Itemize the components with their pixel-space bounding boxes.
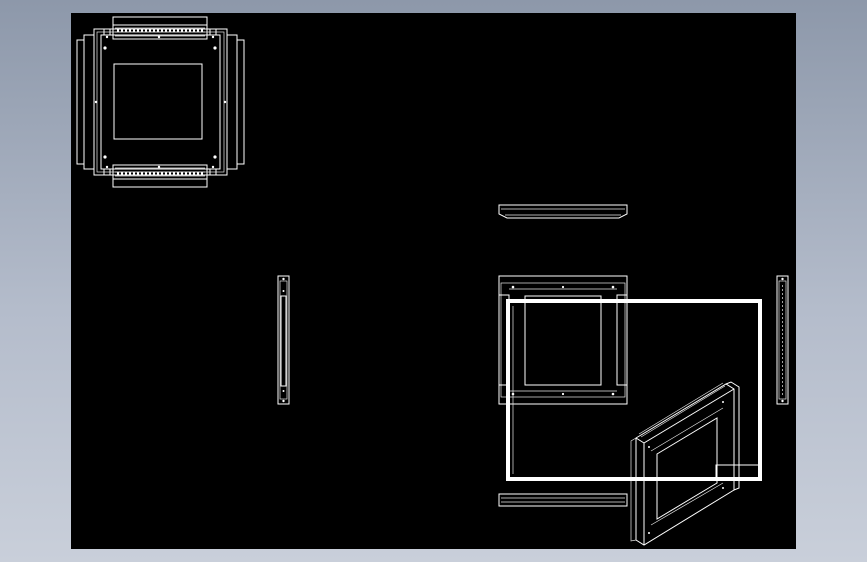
strip-tooth <box>137 29 139 32</box>
strip-tooth <box>157 172 159 175</box>
strip-tooth <box>201 29 203 32</box>
strip-tooth <box>153 172 155 175</box>
strip-tooth <box>181 29 183 32</box>
strip-tooth <box>193 172 195 175</box>
strip-tooth <box>129 29 131 32</box>
strip-tooth <box>141 172 143 175</box>
strip-tooth <box>121 172 123 175</box>
selection-highlight-box[interactable] <box>506 299 762 481</box>
top-edge-view[interactable] <box>498 204 628 219</box>
front-elevation-view[interactable] <box>498 275 628 405</box>
cad-drawing-svg[interactable] <box>71 13 796 549</box>
strip-tooth <box>177 172 179 175</box>
strip-tooth <box>133 172 135 175</box>
strip-tooth <box>125 29 127 32</box>
top-left-plan-view[interactable] <box>76 16 245 188</box>
strip-tooth <box>149 172 151 175</box>
strip-tooth <box>177 29 179 32</box>
strip-tooth <box>125 172 127 175</box>
strip-tooth <box>145 172 147 175</box>
strip-tooth <box>173 172 175 175</box>
strip-tooth <box>121 29 123 32</box>
strip-tooth <box>141 29 143 32</box>
strip-tooth <box>145 29 147 32</box>
strip-tooth <box>173 29 175 32</box>
strip-tooth <box>149 29 151 32</box>
strip-tooth <box>157 29 159 32</box>
strip-tooth <box>193 29 195 32</box>
strip-tooth <box>185 172 187 175</box>
strip-tooth <box>169 172 171 175</box>
left-side-profile-view[interactable] <box>277 275 290 405</box>
strip-tooth <box>189 172 191 175</box>
right-side-profile-view[interactable] <box>776 275 789 405</box>
strip-tooth <box>197 29 199 32</box>
strip-tooth <box>201 172 203 175</box>
strip-tooth <box>117 172 119 175</box>
strip-tooth <box>137 172 139 175</box>
cad-drawing-viewport[interactable] <box>71 13 796 549</box>
strip-tooth <box>165 172 167 175</box>
strip-tooth <box>165 29 167 32</box>
strip-tooth <box>197 172 199 175</box>
strip-tooth <box>153 29 155 32</box>
strip-tooth <box>169 29 171 32</box>
strip-tooth <box>161 172 163 175</box>
isometric-view[interactable] <box>630 381 740 546</box>
strip-tooth <box>181 172 183 175</box>
strip-tooth <box>185 29 187 32</box>
strip-tooth <box>129 172 131 175</box>
strip-tooth <box>189 29 191 32</box>
strip-tooth <box>133 29 135 32</box>
strip-tooth <box>117 29 119 32</box>
bottom-edge-view[interactable] <box>498 493 628 507</box>
strip-tooth <box>161 29 163 32</box>
